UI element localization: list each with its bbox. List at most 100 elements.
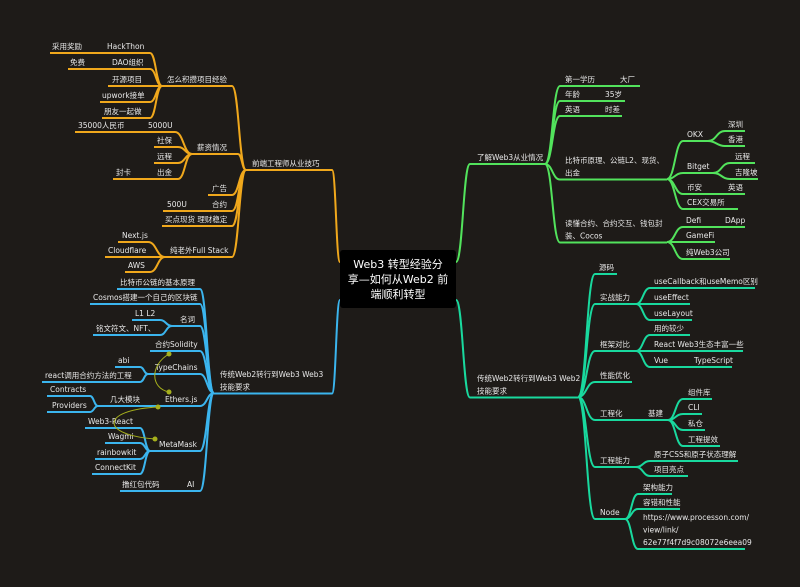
- node-lt-project-hackathon_note-line: 采用奖励: [52, 41, 82, 51]
- node-rt-edu_note[interactable]: 大厂: [620, 74, 635, 84]
- node-rb-node-url[interactable]: https://www.processon.com/view/link/62e7…: [643, 513, 752, 547]
- node-rt-contract-dapp[interactable]: DApp: [725, 216, 746, 225]
- node-lt-project-hackathon[interactable]: HackThon: [107, 42, 145, 51]
- node-lb-modules-contracts[interactable]: Contracts: [50, 385, 86, 394]
- node-lb-terms-l1l2[interactable]: L1 L2: [135, 309, 156, 318]
- node-rt-contract-title[interactable]: 读懂合约、合约交互、钱包封装、Cocos: [565, 218, 663, 241]
- node-lt-fullstack-aws[interactable]: AWS: [128, 261, 145, 270]
- node-lb-metamask-web3react[interactable]: Web3-React: [88, 417, 133, 426]
- node-rb-framework-title[interactable]: 框架对比: [600, 339, 630, 349]
- node-lt-fullstack-cloudflare[interactable]: Cloudflare: [108, 246, 147, 255]
- node-rb-framework-less[interactable]: 用的较少: [654, 323, 684, 333]
- node-lb-typechains-abi[interactable]: abi: [118, 356, 129, 365]
- node-lb-modules-providers[interactable]: Providers: [52, 401, 87, 410]
- node-rt-edu[interactable]: 第一学历: [565, 74, 595, 84]
- node-lt-spot[interactable]: 买点现货 理财稳定: [165, 214, 228, 224]
- node-lt-project-dao_note[interactable]: 免费: [70, 57, 85, 67]
- node-lt-fullstack-title[interactable]: 纯老外Full Stack: [170, 245, 229, 255]
- node-rb-framework-react[interactable]: React Web3生态丰富一些: [654, 339, 744, 349]
- node-rb-practice-cb[interactable]: useCallback和useMemo区别: [654, 277, 758, 286]
- node-lb-metamask-title[interactable]: MetaMask: [159, 440, 198, 449]
- node-rb-node-title[interactable]: Node: [600, 508, 620, 517]
- node-rt-btc-title[interactable]: 比特币原理、公链L2、现货、出金: [565, 155, 664, 178]
- node-rt-title[interactable]: 了解Web3从业情况: [477, 152, 544, 162]
- node-lb-ai-note[interactable]: 撸红包代码: [122, 479, 160, 489]
- node-rt-btc-binance-title[interactable]: 币安: [687, 182, 702, 192]
- node-rb-eng-efficiency[interactable]: 工程提效: [688, 434, 718, 444]
- node-rt-contract-web3co[interactable]: 纯Web3公司: [686, 247, 730, 257]
- node-rb-node-arch[interactable]: 架构能力: [643, 482, 673, 492]
- node-lb-ai-title[interactable]: AI: [187, 480, 194, 489]
- node-lb-cosmos[interactable]: Cosmos搭建一个自己的区块链: [93, 292, 198, 302]
- node-rt-contract-gamefi[interactable]: GameFi: [686, 231, 714, 240]
- node-rt-btc-title-line: 出金: [565, 168, 580, 178]
- node-rb-eng-infra[interactable]: 基建: [648, 408, 663, 418]
- node-rt-btc-binance-note[interactable]: 英语: [728, 182, 743, 192]
- node-rt-btc-okx-hk[interactable]: 香港: [728, 134, 743, 144]
- node-lt-contract_note[interactable]: 500U: [167, 200, 187, 209]
- node-rt-btc-bitget-remote[interactable]: 远程: [735, 152, 750, 161]
- central-topic-line-1: Web3 转型经验分: [353, 257, 442, 271]
- node-rt-btc-bitget-title[interactable]: Bitget: [687, 162, 710, 171]
- node-lb-ethers[interactable]: Ethers.js: [165, 395, 198, 404]
- node-lb-terms-nft[interactable]: 铭文符文、NFT、: [96, 323, 155, 333]
- central-topic[interactable]: Web3 转型经验分 享—如何从Web2 前 端顺利转型: [340, 250, 456, 308]
- node-rb-node-fault[interactable]: 容错和性能: [643, 497, 681, 507]
- node-lb-metamask-rainbowkit[interactable]: rainbowkit: [97, 448, 136, 457]
- node-lt-salary-title[interactable]: 薪资情况: [197, 142, 227, 152]
- node-lb-typechains-react-line: react调用合约方法的工程: [45, 370, 132, 380]
- node-rb-eng-cli[interactable]: CLI: [688, 403, 700, 412]
- node-lb-metamask-wagmi[interactable]: Wagmi: [108, 432, 134, 441]
- node-lt-project-opensource[interactable]: 开源项目: [112, 75, 142, 84]
- node-lt-project-title[interactable]: 怎么积攒项目经验: [167, 74, 227, 84]
- node-lt-salary-card[interactable]: 封卡: [116, 167, 131, 177]
- node-rt-age_note[interactable]: 35岁: [605, 89, 622, 99]
- node-lt-contract[interactable]: 合约: [212, 199, 227, 209]
- node-lt-salary-remote[interactable]: 远程: [157, 152, 172, 161]
- node-lb-btc[interactable]: 比特币公链的基本原理: [120, 277, 195, 287]
- node-rt-contract-defi[interactable]: Defi: [686, 216, 701, 225]
- node-rt-english[interactable]: 英语: [565, 104, 580, 114]
- node-rb-source[interactable]: 源码: [599, 263, 614, 272]
- node-rb-practice-effect[interactable]: useEffect: [654, 293, 689, 302]
- node-lb-typechains-react[interactable]: react调用合约方法的工程: [45, 370, 132, 380]
- node-rb-framework-vue[interactable]: Vue: [654, 356, 668, 365]
- node-lt-salary-social[interactable]: 社保: [157, 135, 172, 145]
- node-lt-salary-rmb[interactable]: 35000人民币: [78, 121, 124, 130]
- node-lt-title[interactable]: 前端工程师从业技巧: [252, 158, 320, 168]
- node-lt-salary-usdt[interactable]: 5000U: [148, 121, 173, 130]
- node-rt-btc-cex[interactable]: CEX交易所: [687, 197, 725, 207]
- node-rt-age[interactable]: 年龄: [565, 89, 580, 99]
- node-lb-modules-title[interactable]: 几大模块: [110, 394, 140, 404]
- node-rt-btc-bitget-kl[interactable]: 吉隆坡: [735, 167, 758, 177]
- node-rt-english_note[interactable]: 时差: [605, 104, 620, 114]
- node-lt-project-upwork[interactable]: upwork接单: [102, 90, 145, 100]
- node-lt-fullstack-next[interactable]: Next.js: [122, 231, 148, 240]
- node-lb-terms-title[interactable]: 名词: [180, 314, 195, 324]
- node-lt-project-dao[interactable]: DAO组织: [112, 57, 144, 67]
- node-rb-practice-title[interactable]: 实战能力: [600, 292, 630, 302]
- node-rb-eng-infra-line: 基建: [648, 408, 663, 418]
- node-lb-metamask-connectkit[interactable]: ConnectKit: [95, 463, 136, 472]
- node-rt-btc-okx-title[interactable]: OKX: [687, 130, 703, 139]
- node-lb-solidity[interactable]: 合约Solidity: [155, 339, 198, 349]
- node-rb-ability-css[interactable]: 原子CSS和原子状态理解: [654, 449, 737, 459]
- node-rb-practice-layout[interactable]: useLayout: [654, 309, 693, 318]
- node-rb-node-url-line: 62e77f4f7d9c08072e6eea09: [643, 538, 752, 547]
- node-rb-ability-title[interactable]: 工程能力: [600, 455, 630, 465]
- node-rt-btc-binance-title-line: 币安: [687, 182, 702, 192]
- node-rb-eng-private[interactable]: 私仓: [688, 418, 703, 428]
- node-rb-perf[interactable]: 性能优化: [600, 370, 630, 380]
- node-lt-project-hackathon_note[interactable]: 采用奖励: [52, 41, 82, 51]
- node-rb-framework-ts[interactable]: TypeScript: [693, 356, 733, 365]
- node-rb-eng-components[interactable]: 组件库: [688, 387, 711, 397]
- node-lt-ads[interactable]: 广告: [212, 183, 227, 193]
- node-lt-salary-withdraw[interactable]: 出金: [157, 167, 172, 177]
- node-rb-eng-title[interactable]: 工程化: [600, 408, 623, 418]
- node-lb-typechains-title[interactable]: TypeChains: [154, 363, 198, 372]
- node-rt-btc-okx-sz[interactable]: 深圳: [728, 119, 743, 129]
- node-rb-ability-highlight[interactable]: 项目亮点: [654, 464, 684, 474]
- node-lt-project-friends[interactable]: 朋友一起做: [104, 106, 142, 116]
